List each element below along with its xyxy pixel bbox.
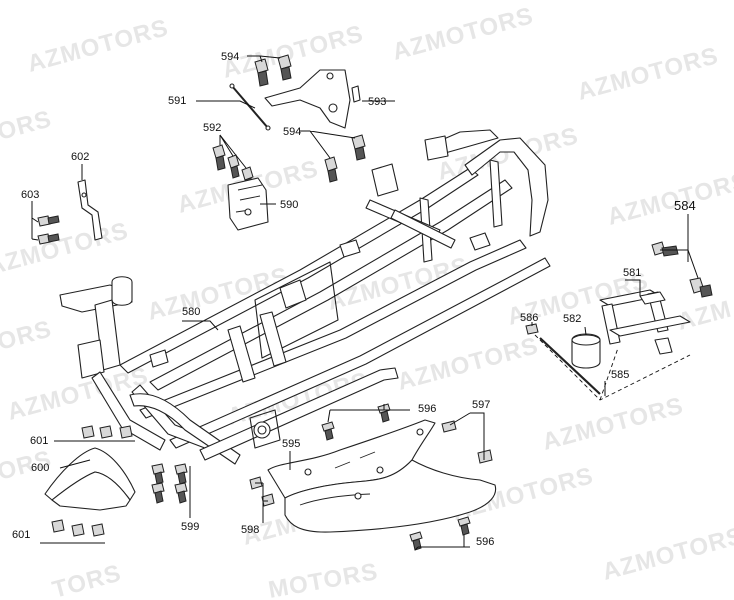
callout-592: 592 (203, 122, 221, 134)
watermark: ORS (0, 315, 55, 355)
clips-601 (51, 425, 133, 537)
watermark: AZMOTORS (395, 332, 542, 396)
callout-596-bottom: 596 (476, 536, 494, 548)
under-cover-595 (267, 419, 497, 533)
watermark: AZMOTORS (540, 392, 687, 456)
main-frame (59, 129, 551, 465)
callout-597: 597 (472, 399, 490, 411)
stand-assembly (525, 241, 713, 401)
bracket-590 (227, 177, 269, 231)
watermark: AZMOTORS (390, 2, 537, 66)
callout-594-mid: 594 (283, 126, 301, 138)
callout-603: 603 (21, 189, 39, 201)
callout-601-top: 601 (30, 435, 48, 447)
callout-598: 598 (241, 524, 259, 536)
watermark: AZM (675, 295, 734, 335)
bracket-602 (77, 179, 103, 241)
callout-581: 581 (623, 267, 641, 279)
watermark: AZMOTORS (575, 42, 722, 106)
callout-600: 600 (31, 462, 49, 474)
watermark: MOTORS (266, 558, 380, 600)
callout-590: 590 (280, 199, 298, 211)
watermark: TORS (50, 560, 125, 600)
callout-594-top: 594 (221, 51, 239, 63)
callout-591: 591 (168, 95, 186, 107)
watermark: AZMOTORS (0, 217, 132, 281)
bracket-plate-593 (264, 69, 361, 129)
clips-598 (249, 476, 275, 507)
callout-585: 585 (611, 369, 629, 381)
watermark: AZMOTORS (600, 522, 734, 586)
watermark: AZMOTORS (605, 167, 734, 231)
watermark: AZMOTORS (25, 14, 172, 78)
bolts-603 (37, 215, 60, 245)
callout-601-bottom: 601 (12, 529, 30, 541)
callout-599: 599 (181, 521, 199, 533)
callout-580: 580 (182, 306, 200, 318)
bolts-594-mid (324, 134, 366, 183)
callout-labels: 594 591 592 593 594 602 603 590 580 584 … (12, 51, 696, 548)
callout-584: 584 (674, 198, 696, 213)
leader-lines (31, 55, 699, 551)
rod-591 (229, 83, 271, 131)
front-cover-600 (44, 447, 136, 511)
callout-586: 586 (520, 312, 538, 324)
callout-593: 593 (368, 96, 386, 108)
callout-596-top: 596 (418, 403, 436, 415)
callout-602: 602 (71, 151, 89, 163)
watermark: ORS (0, 105, 55, 145)
callout-595: 595 (282, 438, 300, 450)
callout-582: 582 (563, 313, 581, 325)
screws-599 (151, 463, 188, 504)
screws-596-597 (321, 403, 493, 551)
